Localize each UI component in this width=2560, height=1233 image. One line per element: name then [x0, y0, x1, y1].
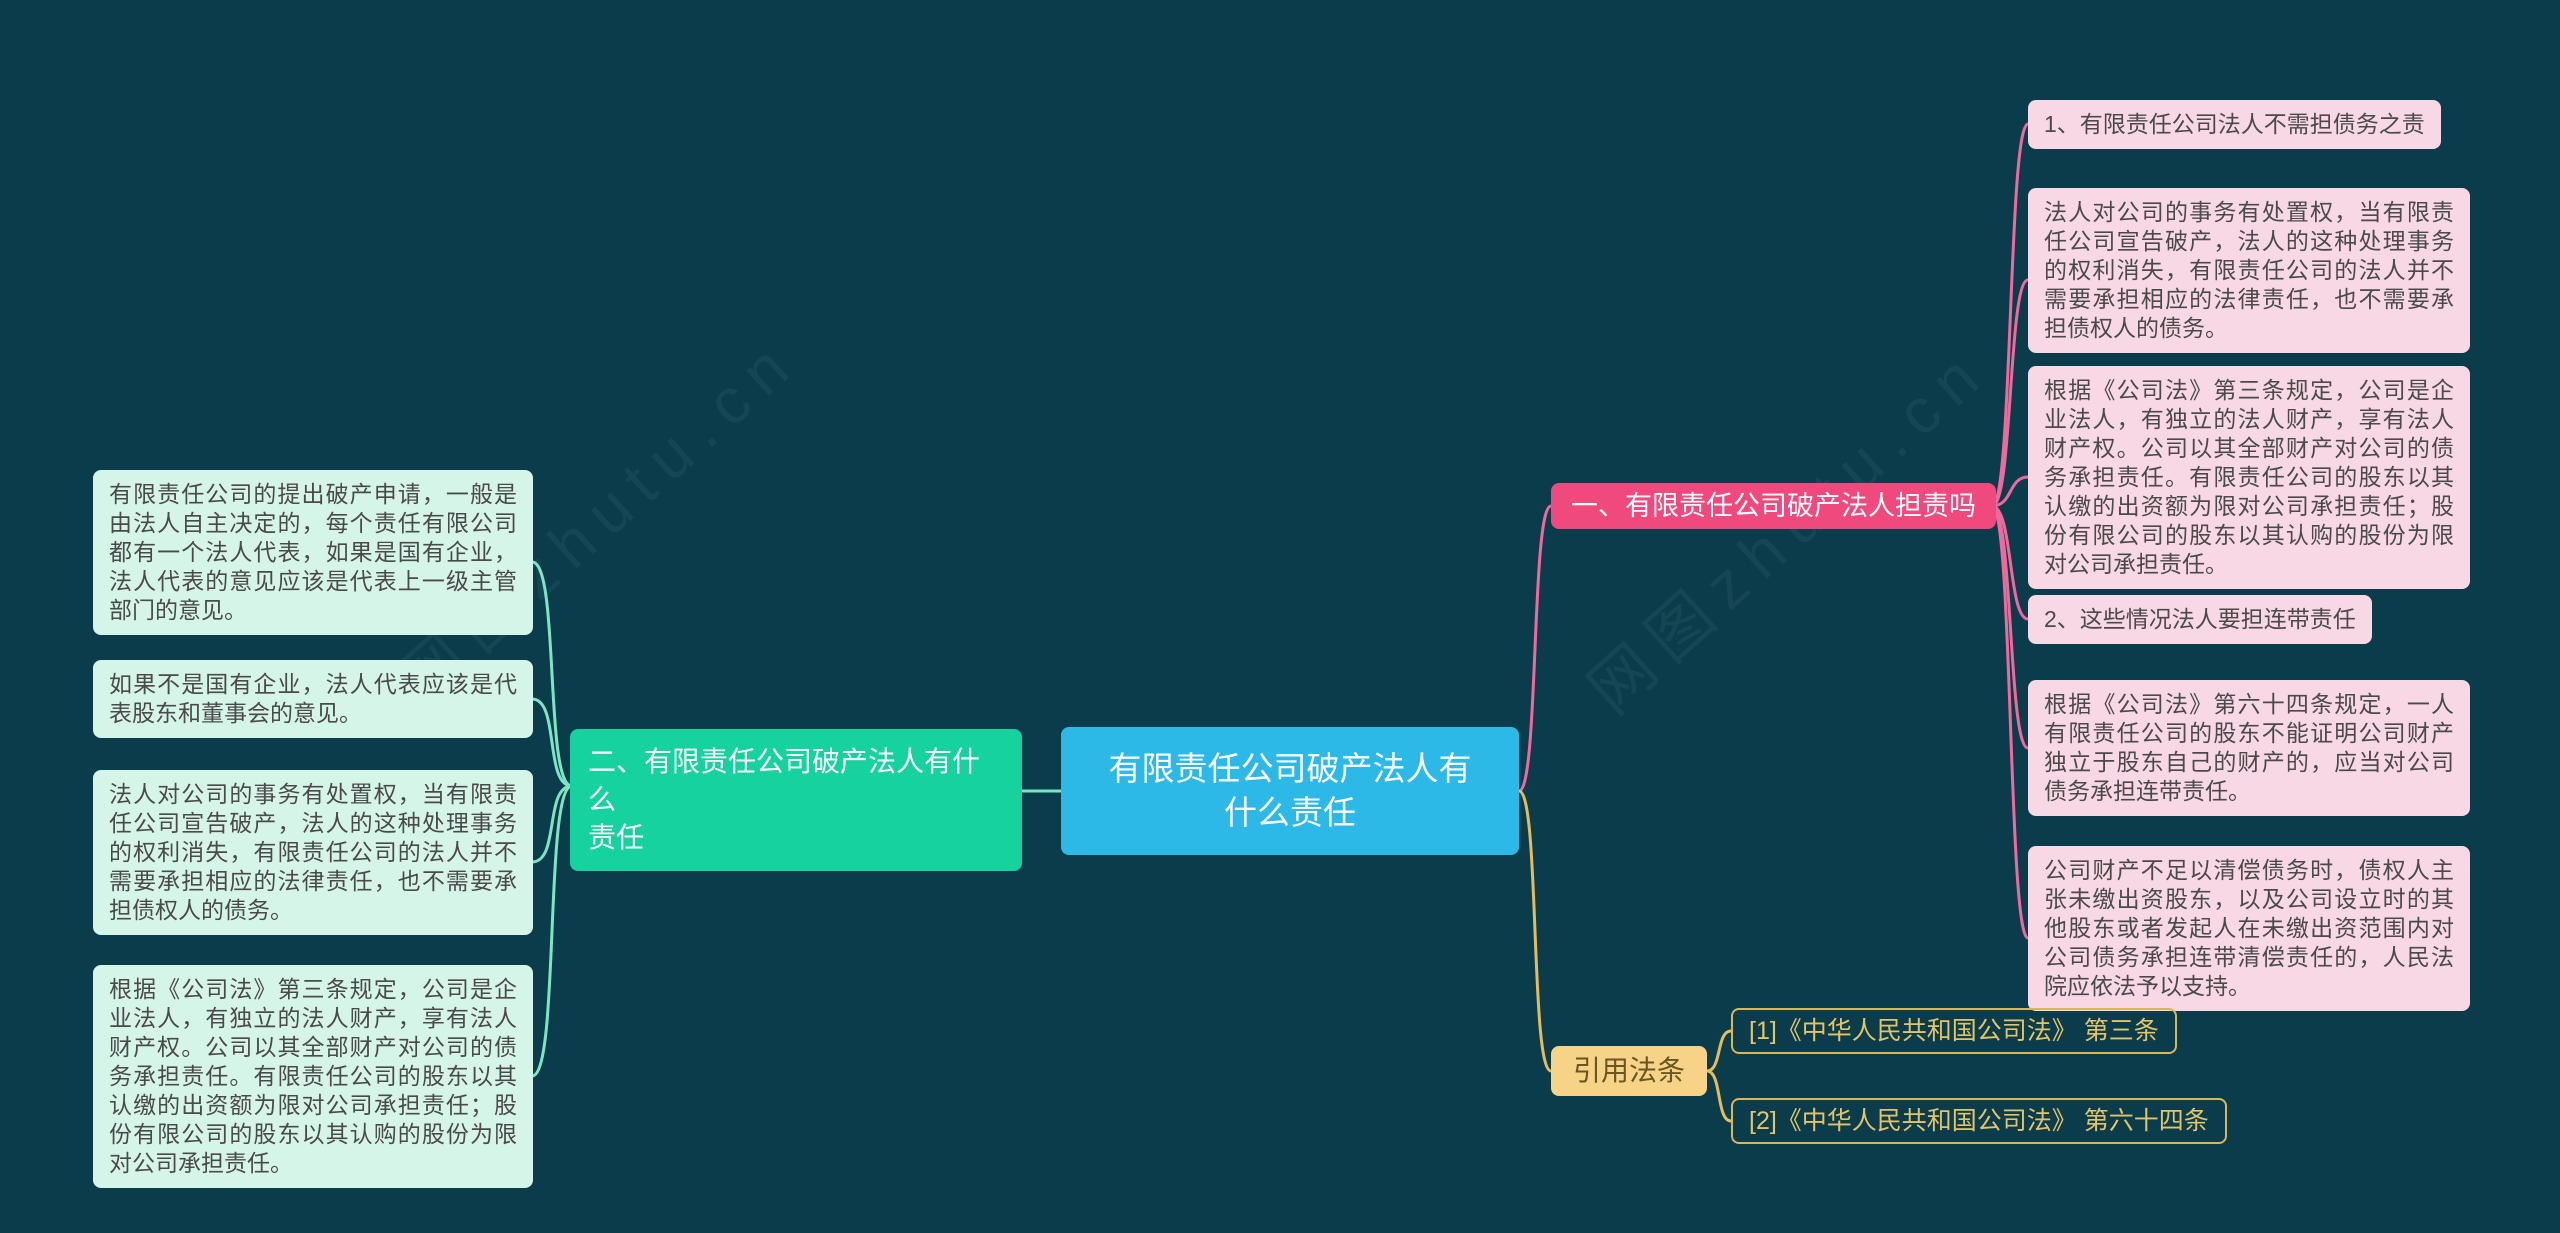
right-leaf-1[interactable]: 1、有限责任公司法人不需担债务之责: [2028, 100, 2441, 149]
right-leaf-5[interactable]: 根据《公司法》第六十四条规定，一人有限责任公司的股东不能证明公司财产独立于股东自…: [2028, 680, 2470, 816]
left-leaf-1[interactable]: 有限责任公司的提出破产申请，一般是由法人自主决定的，每个责任有限公司都有一个法人…: [93, 470, 533, 635]
connector-right-child-6: [1990, 504, 2030, 940]
connector-right-child-3: [1991, 475, 2029, 508]
connector-right-child-2: [1991, 278, 2029, 508]
connector-left-child-4: [531, 784, 573, 1078]
right-branch-connectors: [1517, 122, 2030, 940]
citation-item-2[interactable]: [2]《中华人民共和国公司法》 第六十四条: [1731, 1098, 2227, 1144]
connector-citation-2: [1706, 1069, 1732, 1123]
right-leaf-4[interactable]: 2、这些情况法人要担连带责任: [2028, 595, 2372, 644]
right-branch-node[interactable]: 一、有限责任公司破产法人担责吗: [1551, 483, 1996, 529]
connector-left-child-1: [531, 560, 573, 788]
left-leaf-4[interactable]: 根据《公司法》第三条规定，公司是企业法人，有独立的法人财产，享有法人财产权。公司…: [93, 965, 533, 1188]
connector-left-child-3: [531, 784, 573, 864]
connector-left-child-2: [531, 697, 573, 788]
connector-root-to-right-branch: [1517, 504, 1553, 793]
connector-right-child-4: [1991, 504, 2029, 621]
right-leaf-3[interactable]: 根据《公司法》第三条规定，公司是企业法人，有独立的法人财产，享有法人财产权。公司…: [2028, 366, 2470, 589]
right-leaf-2[interactable]: 法人对公司的事务有处置权，当有限责任公司宣告破产，法人的这种处理事务的权利消失，…: [2028, 188, 2470, 353]
citation-item-1[interactable]: [1]《中华人民共和国公司法》 第三条: [1731, 1008, 2177, 1054]
connector-citation-1: [1706, 1029, 1732, 1073]
connector-root-to-citations: [1517, 789, 1553, 1073]
left-leaf-3[interactable]: 法人对公司的事务有处置权，当有限责任公司宣告破产，法人的这种处理事务的权利消失，…: [93, 770, 533, 935]
root-topic-node[interactable]: 有限责任公司破产法人有 什么责任: [1061, 727, 1519, 855]
right-leaf-6[interactable]: 公司财产不足以清偿债务时，债权人主张未缴出资股东，以及公司设立时的其他股东或者发…: [2028, 846, 2470, 1011]
left-branch-node[interactable]: 二、有限责任公司破产法人有什么 责任: [570, 729, 1022, 871]
connector-right-child-1: [1990, 122, 2030, 508]
left-leaf-2[interactable]: 如果不是国有企业，法人代表应该是代表股东和董事会的意见。: [93, 660, 533, 738]
citations-branch-node[interactable]: 引用法条: [1551, 1046, 1708, 1096]
connector-right-child-5: [1991, 504, 2029, 750]
